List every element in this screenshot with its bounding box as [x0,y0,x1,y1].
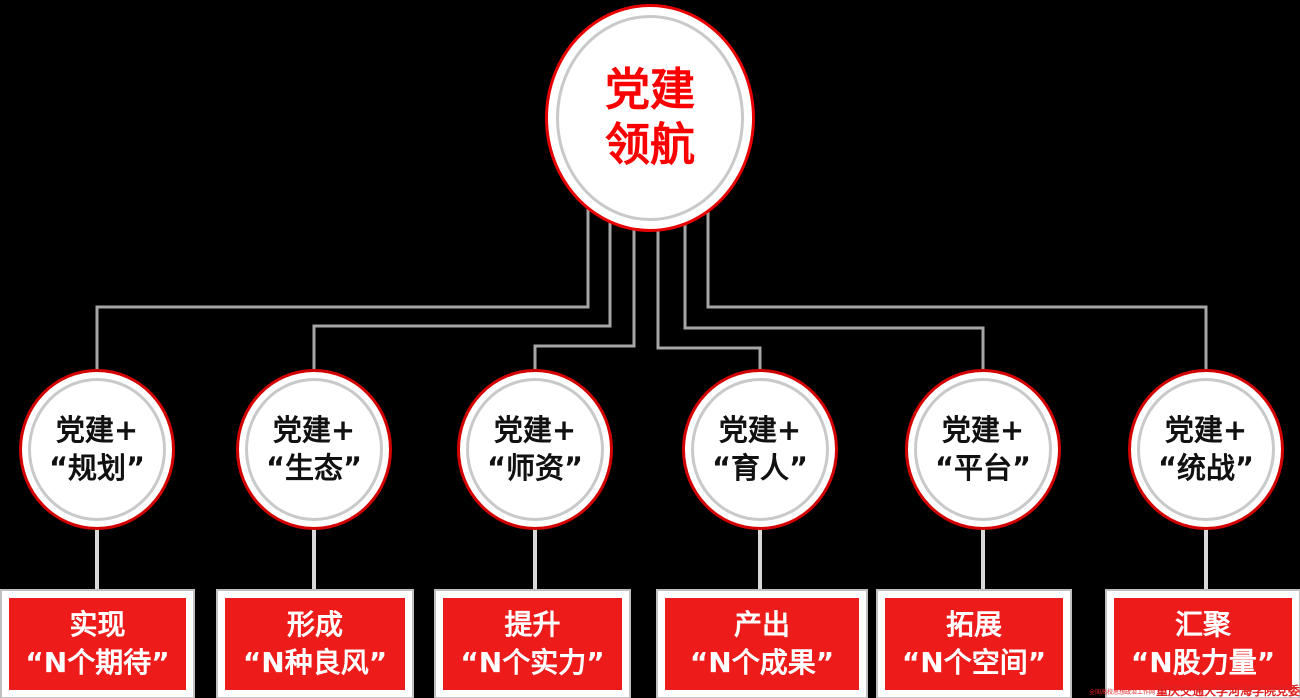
branch-circle-inner-ring [691,378,829,521]
result-box-label: 提升 “N个实力” [460,606,604,682]
branch-circle-label-line2: “统战” [1157,450,1255,485]
result-box-label-line1: 实现 [69,608,126,642]
connector-hub-to-branch-4 [683,210,985,372]
branch-circle-label-line1: 党建+ [718,412,802,447]
result-box-label-line1: 提升 [504,608,561,642]
result-box-label-line2: “N个实力” [460,646,605,679]
hub-inner-ring [556,15,744,221]
result-box-label-line1: 形成 [286,608,343,642]
branch-circle-inner-ring [914,378,1052,521]
result-box-label-line2: “N股力量” [1130,646,1276,679]
branch-circle-label-line1: 党建+ [272,412,356,447]
connector-hub-to-branch-0 [95,200,590,372]
branch-circle-label-line1: 党建+ [55,412,139,447]
connector-hub-to-branch-1 [312,210,612,372]
result-box-label: 拓展 “N个空间” [902,606,1046,682]
branch-circle-label: 党建+ “统战” [1158,412,1254,487]
connector-hub-to-branch-2 [533,215,636,372]
branch-circle-tongzhan: 党建+ “统战” [1128,369,1284,530]
branch-circle-label: 党建+ “平台” [935,412,1031,487]
connector-hub-to-branch-5 [706,200,1208,372]
branch-circle-inner-ring [1137,378,1275,521]
branch-circle-inner-ring [28,378,166,521]
result-box-label-line1: 拓展 [945,608,1002,642]
branch-circle-guihua: 党建+ “规划” [19,369,175,530]
hub-label-line1: 党建 [604,63,695,117]
branch-circle-label: 党建+ “生态” [266,412,362,487]
result-box-label-line1: 汇聚 [1174,608,1231,642]
result-box-liliang: 汇聚 “N股力量” [1107,591,1299,697]
branch-circle-inner-ring [245,378,383,521]
hub-circle: 党建 领航 [545,4,755,232]
branch-circle-label-line1: 党建+ [493,412,577,447]
branch-circle-label: 党建+ “师资” [487,412,583,487]
connector-hub-to-branch-3 [656,215,762,372]
branch-circle-label-line2: “师资” [486,450,584,485]
branch-circle-label-line2: “育人” [711,450,809,485]
branch-circle-label-line1: 党建+ [1164,412,1248,447]
hub-label-line2: 领航 [604,118,695,171]
result-box-shili: 提升 “N个实力” [436,591,629,697]
watermark: 全国高校思想政治工作网重庆交通大学河海学院党委 [1089,682,1300,698]
branch-circle-inner-ring [466,378,604,521]
branch-circle-label-line2: “规划” [48,450,146,485]
watermark-prefix: 全国高校思想政治工作网 [1088,689,1155,696]
result-box-label-line2: “N个空间” [901,646,1047,679]
branch-circle-label: 党建+ “规划” [49,412,145,487]
result-box-label-line2: “N种良风” [242,646,388,679]
result-box-label: 汇聚 “N股力量” [1131,606,1275,682]
result-box-label: 形成 “N种良风” [243,606,387,682]
result-box-qidai: 实现 “N个期待” [2,591,193,697]
result-box-label-line2: “N个成果” [689,646,835,679]
branch-circle-pingtai: 党建+ “平台” [905,369,1061,530]
result-box-chengguo: 产出 “N个成果” [658,591,866,697]
branch-circle-shengtai: 党建+ “生态” [236,369,392,530]
branch-circle-yuren: 党建+ “育人” [682,369,838,530]
branch-circle-label: 党建+ “育人” [712,412,808,487]
result-box-label: 产出 “N个成果” [690,606,834,682]
branch-circle-shizi: 党建+ “师资” [457,369,613,530]
result-box-label-line1: 产出 [733,608,790,642]
watermark-text: 重庆交通大学河海学院党委 [1155,684,1300,698]
branch-circle-label-line1: 党建+ [941,412,1025,447]
branch-circle-label-line2: “平台” [934,450,1032,485]
result-box-kongjian: 拓展 “N个空间” [878,591,1070,697]
result-box-liangfeng: 形成 “N种良风” [218,591,412,697]
hub-label: 党建 领航 [605,63,695,173]
result-box-label-line2: “N个期待” [25,646,170,679]
branch-circle-label-line2: “生态” [265,450,363,485]
result-box-label: 实现 “N个期待” [25,606,169,682]
